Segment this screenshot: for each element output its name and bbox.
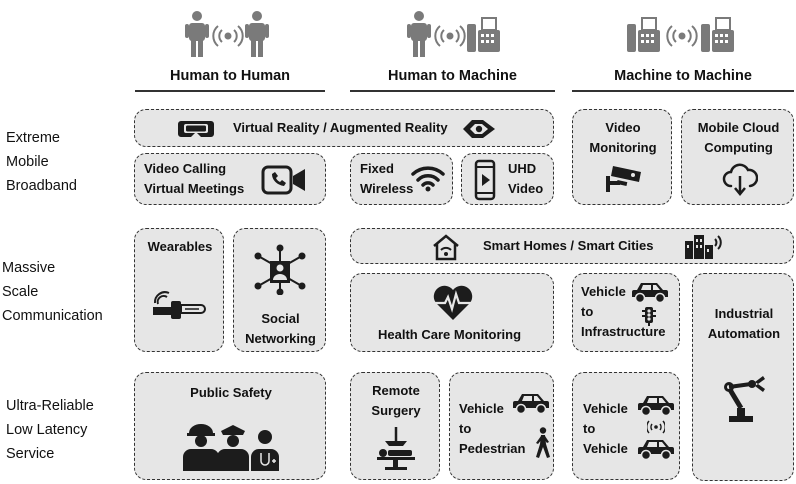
cell-vehicle-infrastructure: Vehicle to Infrastructure	[572, 273, 680, 352]
cell-vehicle-infrastructure-label: Vehicle to Infrastructure	[581, 284, 666, 339]
column-header-machine-to-machine: Machine to Machine	[614, 68, 752, 84]
security-camera-icon	[606, 166, 641, 192]
cell-public-safety-label: Public Safety	[190, 385, 272, 400]
cell-smart-homes: Smart Homes / Smart Cities	[350, 228, 794, 264]
smart-home-icon	[433, 234, 459, 261]
wifi-icon	[411, 166, 445, 192]
header-m2m-icons	[627, 17, 734, 52]
cell-social-networking-label: Social Networking	[245, 311, 316, 346]
cell-video-monitoring-label: Video Monitoring	[589, 120, 657, 155]
car-icon	[513, 394, 549, 415]
first-responders-icon	[183, 424, 279, 471]
column-divider-m2m	[572, 90, 794, 92]
cell-fixed-wireless-label: Fixed Wireless	[360, 161, 414, 196]
cell-video-monitoring: Video Monitoring	[572, 109, 672, 205]
smartphone-video-icon	[474, 159, 496, 201]
cell-uhd-video-label: UHD Video	[508, 161, 544, 196]
cell-social-networking: Social Networking	[233, 228, 326, 352]
car-icon	[632, 283, 668, 304]
cloud-sync-icon	[722, 163, 758, 196]
column-divider-h2h	[135, 90, 325, 92]
cell-smart-homes-label: Smart Homes / Smart Cities	[483, 238, 654, 253]
header-h2h-icons	[185, 11, 269, 57]
robotic-arm-icon	[724, 376, 765, 422]
column-header-human-to-machine: Human to Machine	[388, 68, 517, 84]
cell-video-calling: Video Calling Virtual Meetings	[134, 153, 326, 205]
cell-wearables-label: Wearables	[147, 239, 213, 254]
cell-industrial-automation: Industrial Automation	[692, 273, 794, 481]
wireless-signal-icon	[647, 420, 665, 434]
row-label-urllc: Ultra-Reliable Low Latency Service	[6, 398, 94, 462]
video-call-icon	[261, 165, 305, 195]
cell-mobile-cloud: Mobile Cloud Computing	[681, 109, 794, 205]
person-icon	[407, 11, 431, 57]
firefighter-icon	[183, 424, 219, 471]
fax-machine-icon	[627, 17, 660, 52]
cell-remote-surgery: Remote Surgery	[350, 372, 440, 480]
smart-city-icon	[685, 235, 722, 259]
cell-industrial-automation-label: Industrial Automation	[707, 306, 781, 341]
person-icon	[185, 11, 209, 57]
cell-vr-ar: Virtual Reality / Augmented Reality	[134, 109, 554, 147]
cell-health-care: Health Care Monitoring	[350, 273, 554, 352]
cell-vehicle-vehicle-label: Vehicle to Vehicle	[583, 401, 628, 456]
header-h2m-icons	[407, 11, 500, 57]
wireless-signal-icon	[212, 25, 244, 47]
smartwatch-wrist-icon	[153, 291, 206, 319]
police-officer-icon	[217, 425, 249, 471]
cell-wearables: Wearables	[134, 228, 224, 352]
vr-headset-icon	[178, 121, 214, 137]
wireless-signal-icon	[666, 25, 698, 47]
ar-eye-icon	[463, 120, 495, 138]
cell-vehicle-vehicle: Vehicle to Vehicle	[572, 372, 680, 480]
cell-vehicle-pedestrian-label: Vehicle to Pedestrian	[459, 401, 526, 456]
fax-machine-icon	[701, 17, 734, 52]
person-icon	[245, 11, 269, 57]
cell-remote-surgery-label: Remote Surgery	[371, 383, 421, 418]
column-divider-h2m	[350, 90, 555, 92]
cell-video-calling-label: Video Calling Virtual Meetings	[144, 161, 245, 196]
row-label-mmtc: Massive Scale Communication	[2, 260, 103, 324]
surgery-table-icon	[377, 427, 415, 470]
car-icon	[638, 440, 674, 461]
heartbeat-icon	[433, 285, 473, 320]
cell-fixed-wireless: Fixed Wireless	[350, 153, 453, 205]
column-header-human-to-human: Human to Human	[169, 68, 291, 84]
paramedic-icon	[251, 430, 279, 471]
social-network-icon	[254, 244, 306, 295]
cell-vehicle-pedestrian: Vehicle to Pedestrian	[449, 372, 554, 480]
car-icon	[638, 396, 674, 417]
row-label-embb: Extreme Mobile Broadband	[6, 130, 77, 194]
pedestrian-icon	[536, 427, 550, 458]
cell-health-care-label: Health Care Monitoring	[378, 327, 522, 342]
wireless-signal-icon	[434, 25, 466, 47]
cell-public-safety: Public Safety	[134, 372, 326, 480]
fax-machine-icon	[467, 17, 500, 52]
cell-mobile-cloud-label: Mobile Cloud Computing	[697, 120, 780, 155]
cell-uhd-video: UHD Video	[461, 153, 554, 205]
cell-vr-ar-label: Virtual Reality / Augmented Reality	[233, 120, 448, 135]
traffic-light-icon	[642, 307, 656, 326]
